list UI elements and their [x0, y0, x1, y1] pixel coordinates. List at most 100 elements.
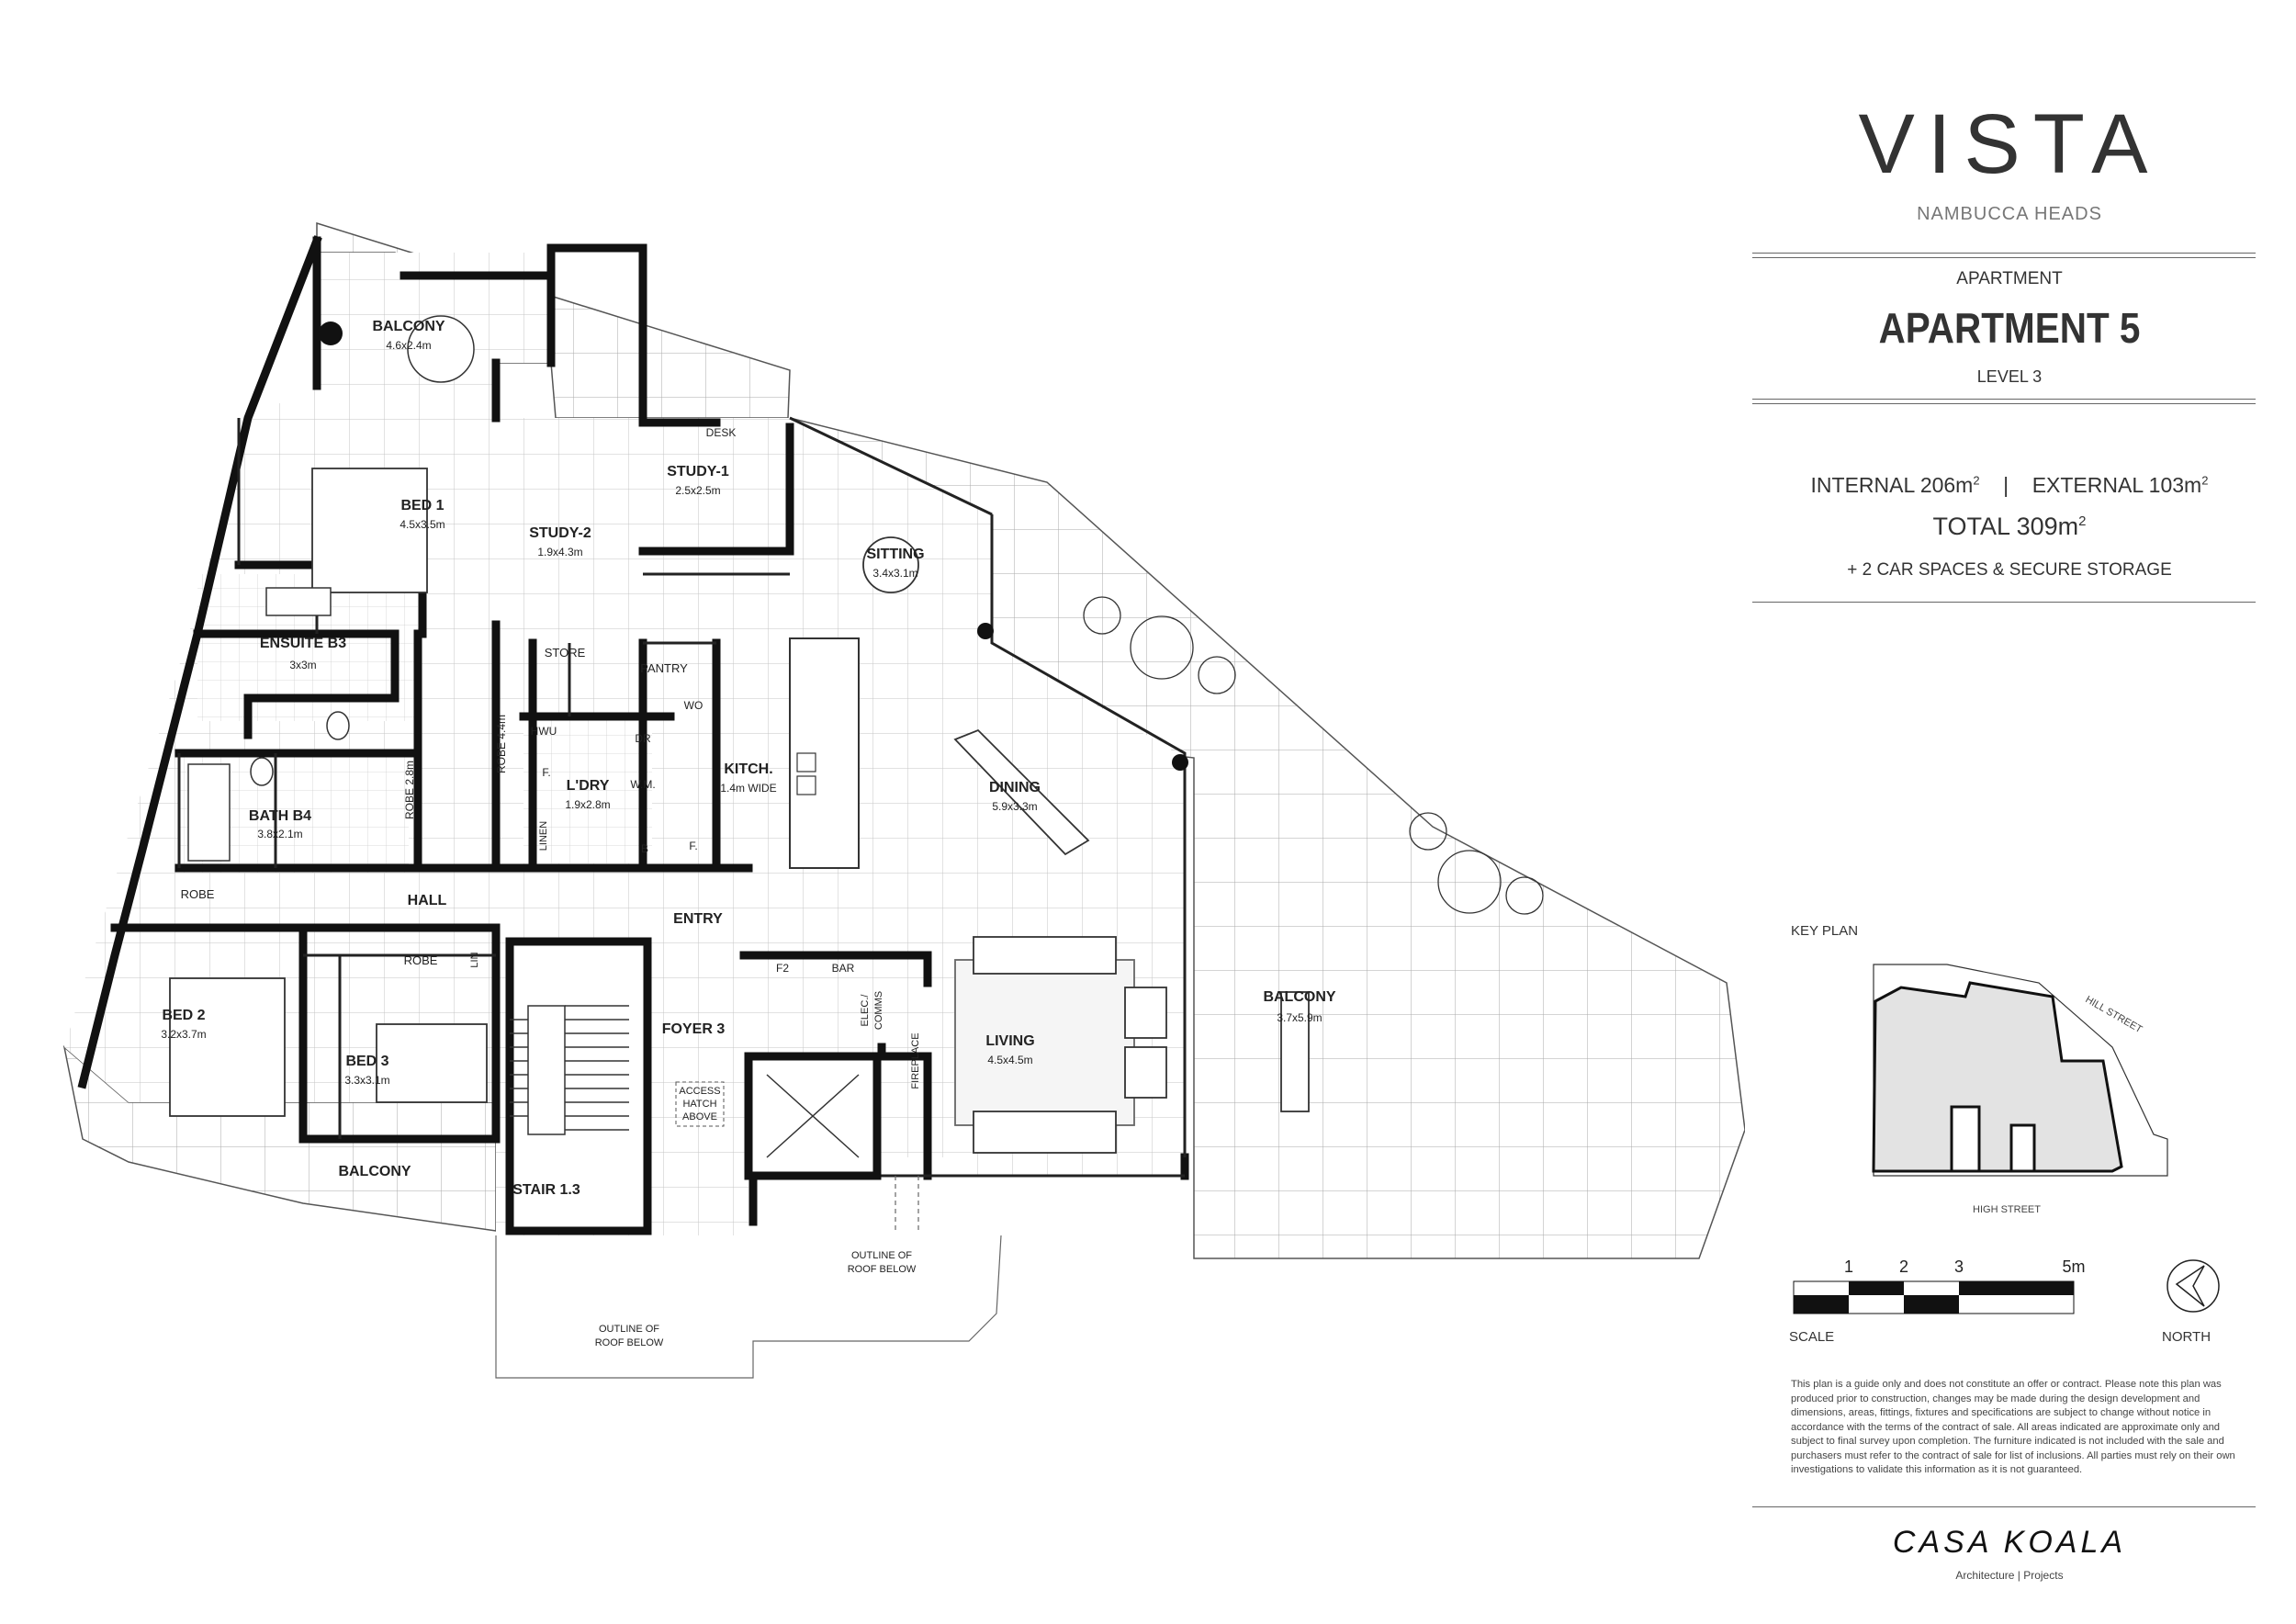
room-name-ensuite: ENSUITE B3	[260, 636, 346, 651]
room-size-dining: 5.9x3.3m	[992, 800, 1037, 813]
label-f2: F2	[776, 962, 789, 975]
room-name-bed-1: BED 1	[400, 498, 444, 513]
scale-label: SCALE	[1789, 1329, 1835, 1345]
room-name-living: LIVING	[985, 1033, 1034, 1049]
label-b: B	[641, 842, 648, 855]
footer-subtitle: Architecture | Projects	[1955, 1569, 2064, 1582]
room-name-laundry: L'DRY	[567, 778, 610, 794]
apartment-label: APARTMENT	[1956, 269, 2063, 288]
dining-table	[953, 728, 1090, 856]
access-hatch	[675, 1081, 725, 1127]
beds	[169, 468, 488, 1117]
total-area: TOTAL 309m2	[1752, 513, 2267, 541]
label-outline-2b: ROOF BELOW	[595, 1337, 664, 1348]
area-separator: |	[2003, 473, 2009, 497]
north-label: NORTH	[2162, 1329, 2212, 1345]
room-size-balcony-1: 4.6x2.4m	[386, 339, 431, 352]
room-size-study-2: 1.9x4.3m	[537, 546, 582, 558]
internal-sq: 2	[1973, 473, 1980, 488]
room-name-balcony-2: BALCONY	[1263, 989, 1335, 1005]
label-lin: LIN	[469, 952, 480, 967]
sink	[796, 775, 816, 795]
extras: + 2 CAR SPACES & SECURE STORAGE	[1847, 560, 2172, 580]
north-arrow-icon	[2167, 1259, 2220, 1313]
brand-subtitle: NAMBUCCA HEADS	[1917, 204, 2102, 224]
total-value: 309m	[2016, 513, 2079, 540]
room-size-bath-b4: 3.8x2.1m	[257, 828, 302, 840]
label-foyer: FOYER 3	[662, 1021, 726, 1037]
room-size-living: 4.5x4.5m	[987, 1054, 1032, 1066]
label-dr: DR	[635, 732, 651, 745]
scale-tick-1: 1	[1844, 1257, 1853, 1276]
room-size-bed-3: 3.3x3.1m	[344, 1074, 389, 1087]
label-access-3: ABOVE	[682, 1111, 717, 1122]
label-access-2: HATCH	[682, 1099, 716, 1110]
apartment-name: APARTMENT 5	[1878, 304, 2141, 352]
keyplan: HILL STREET HIGH STREET	[1872, 964, 2168, 1215]
brand-title: VISTA	[1858, 97, 2161, 191]
room-name-study-2: STUDY-2	[529, 525, 591, 541]
label-f-laundry: F.	[542, 766, 550, 779]
room-name-bath-b4: BATH B4	[249, 808, 311, 824]
scale-tick-5m: 5m	[2062, 1257, 2085, 1276]
room-name-stair: STAIR 1.3	[512, 1182, 580, 1198]
divider	[1752, 399, 2256, 404]
label-robe-44: ROBE 4.4m	[495, 715, 508, 773]
label-balcony-low: BALCONY	[338, 1164, 411, 1179]
divider	[1752, 602, 2256, 603]
room-size-study-1: 2.5x2.5m	[675, 484, 720, 497]
thin-walls	[177, 416, 1187, 1178]
label-hall: HALL	[408, 893, 447, 908]
column	[319, 321, 343, 345]
label-wo: WO	[684, 699, 703, 712]
casa-koala-logo: CASA KOALA	[1892, 1525, 2127, 1560]
total-label: TOTAL	[1932, 513, 2010, 540]
external-label: EXTERNAL	[2032, 473, 2144, 497]
label-bar: BAR	[832, 962, 855, 975]
label-elec: ELEC./	[860, 994, 871, 1027]
room-size-ensuite: 3x3m	[289, 659, 316, 671]
label-comms: COMMS	[873, 991, 884, 1030]
floor-plan: BALCONY 4.6x2.4m BED 1 4.5x3.5m STUDY-1 …	[62, 221, 1745, 1379]
scale-tick-2: 2	[1899, 1257, 1908, 1276]
balcony-table-east	[1280, 991, 1310, 1112]
kitchen-island	[789, 637, 860, 869]
divider	[1752, 253, 2256, 258]
label-store: STORE	[545, 646, 586, 660]
internal-value: 206m	[1919, 473, 1974, 497]
label-robe-hall: ROBE	[181, 887, 215, 901]
label-pantry: PANTRY	[640, 661, 688, 675]
scale-bar: 1 2 3 5m	[1793, 1257, 2086, 1314]
room-name-bed-2: BED 2	[162, 1008, 205, 1023]
room-name-kitchen: KITCH.	[724, 761, 772, 777]
divider	[1752, 1506, 2256, 1507]
stair	[505, 937, 652, 1235]
disclaimer: This plan is a guide only and does not c…	[1791, 1379, 2235, 1475]
room-name-balcony-1: BALCONY	[372, 319, 445, 334]
roof-outline	[495, 1176, 1002, 1379]
label-linen: LINEN	[538, 821, 549, 851]
laundry-floor	[523, 716, 652, 863]
room-size-laundry: 1.9x2.8m	[565, 798, 610, 811]
scale-tick-3: 3	[1954, 1257, 1964, 1276]
label-desk: DESK	[706, 426, 737, 439]
label-f-kitchen: F.	[689, 840, 697, 852]
label-entry: ENTRY	[673, 911, 723, 927]
label-robe-bed3: ROBE	[404, 953, 438, 967]
sink	[796, 752, 816, 773]
living-furniture	[954, 936, 1167, 1154]
external-sq: 2	[2201, 473, 2209, 488]
label-fireplace: FIREPLACE	[910, 1032, 921, 1088]
label-outline-1b: ROOF BELOW	[848, 1264, 917, 1275]
room-name-bed-3: BED 3	[345, 1054, 388, 1069]
room-size-sitting: 3.4x3.1m	[872, 567, 917, 580]
planters	[1083, 596, 1544, 915]
external-value: 103m	[2148, 473, 2202, 497]
room-name-dining: DINING	[989, 780, 1041, 795]
label-outline-1a: OUTLINE OF	[851, 1250, 912, 1261]
column	[1172, 754, 1188, 771]
label-outline-2a: OUTLINE OF	[599, 1324, 659, 1335]
room-size-balcony-2: 3.7x5.9m	[1277, 1011, 1322, 1024]
keyplan-title: KEY PLAN	[1791, 923, 1859, 939]
title-panel: VISTA NAMBUCCA HEADS APARTMENT APARTMENT…	[1752, 0, 2267, 1624]
